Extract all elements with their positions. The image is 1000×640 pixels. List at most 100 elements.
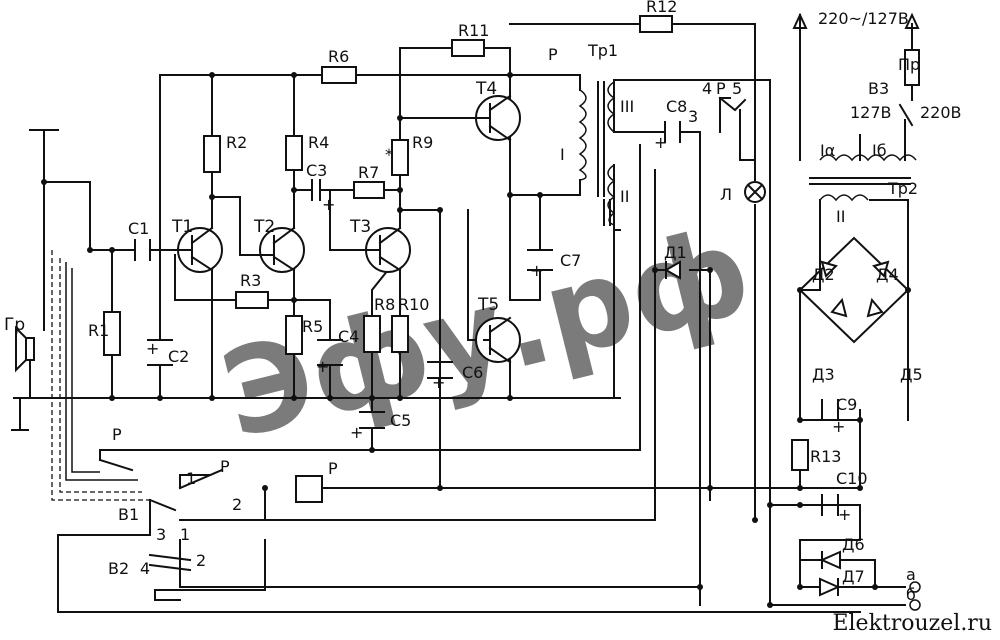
label-gr: Гр [4, 315, 25, 335]
label-c2: C2 [168, 347, 189, 366]
label-plus-c7: + [530, 261, 543, 280]
label-plus-c6: + [432, 373, 445, 392]
label-220v: 220B [920, 103, 962, 122]
label-d5: Д5 [900, 365, 923, 384]
label-d1: Д1 [664, 243, 687, 262]
label-c10: C10 [836, 469, 868, 488]
resistor-r3 [235, 291, 269, 309]
resistor-r6 [321, 66, 357, 84]
label-plus-c8: + [654, 133, 667, 152]
label-c9: C9 [836, 395, 857, 414]
relay-coil-p [295, 475, 323, 503]
label-wind-i: I [560, 145, 565, 164]
switch-b1 [148, 498, 177, 512]
resistor-r2 [203, 135, 221, 173]
label-r1: R1 [88, 321, 109, 340]
label-d3: Д3 [812, 365, 835, 384]
label-r2: R2 [226, 133, 247, 152]
resistor-r9 [391, 139, 409, 176]
label-t4: T4 [475, 79, 497, 99]
label-plus-c2: + [146, 339, 159, 358]
diodes [663, 236, 910, 597]
switch-p-contact [178, 468, 224, 490]
label-wind-iii: III [620, 97, 634, 116]
label-wind-ii: II [620, 187, 629, 206]
label-n5-relay: 5 [732, 79, 742, 98]
label-n1-b2: 1 [180, 525, 190, 544]
label-d2: Д2 [812, 265, 835, 284]
transformer-tr2 [809, 154, 917, 202]
label-t5: T5 [477, 295, 499, 315]
label-d4: Д4 [876, 265, 899, 284]
label-c3: C3 [306, 161, 327, 180]
mains-arrow-left [792, 12, 808, 29]
label-r10: R10 [398, 295, 429, 314]
label-c7: C7 [560, 251, 581, 270]
resistor-r13 [791, 439, 809, 471]
label-tr1: Тр1 [587, 41, 618, 60]
transistor-t3 [365, 226, 411, 273]
capacitors [134, 121, 839, 516]
label-n4-relay: 4 [702, 79, 712, 98]
transistor-t1 [177, 226, 223, 273]
switch-p-lower [98, 458, 134, 472]
label-ia: Iα [820, 141, 835, 160]
label-c6: C6 [462, 363, 483, 382]
label-r12: R12 [646, 0, 677, 16]
label-star: * [385, 145, 393, 164]
resistor-r1 [103, 311, 121, 356]
label-p-coil: Р [328, 459, 338, 478]
label-terminal-b: б [906, 585, 916, 604]
resistor-r10 [391, 315, 409, 353]
resistor-r7 [353, 181, 385, 199]
relay-contact-p [718, 96, 747, 112]
transistors [177, 94, 521, 364]
label-r5: R5 [302, 317, 323, 336]
switch-b3 [898, 103, 914, 127]
label-n2-p: 2 [232, 495, 242, 514]
label-d6: Д6 [842, 535, 865, 554]
terminal-b [909, 599, 921, 611]
label-p-lower: Р [112, 425, 122, 444]
lamp-l [744, 181, 766, 203]
site-watermark: Elektrouzel.ru [832, 611, 992, 636]
diode-d1 [663, 260, 681, 280]
labels: R1 R2 R3 R4 R5 R6 R7 * R8 R9 R10 R11 R12… [4, 0, 962, 604]
label-d7: Д7 [842, 567, 865, 586]
label-p-switch: Р [220, 457, 230, 476]
misc-components [15, 12, 921, 611]
diode-bridge [798, 236, 910, 344]
diode-d6 [819, 550, 841, 570]
label-r7: R7 [358, 163, 379, 182]
label-plus-c5: + [350, 423, 363, 442]
label-t2: T2 [253, 217, 275, 237]
label-terminal-a: а [906, 565, 916, 584]
label-r11: R11 [458, 21, 489, 40]
label-plus-c9: + [832, 417, 845, 436]
resistor-r8 [363, 315, 381, 353]
terminal-a [909, 581, 921, 593]
label-n4-b2: 4 [140, 559, 150, 578]
transistor-t2 [259, 226, 305, 273]
label-r13: R13 [810, 447, 841, 466]
label-r6: R6 [328, 47, 349, 66]
label-127v: 127B [850, 103, 892, 122]
resistor-r4 [285, 135, 303, 171]
label-p-tr1: Р [548, 45, 558, 64]
switch-b2b [148, 563, 192, 572]
shielded-cable [51, 250, 150, 501]
speaker-gr [15, 325, 35, 373]
label-lamp: Л [720, 185, 732, 204]
label-plus-c10: + [838, 505, 851, 524]
label-n3-b1: 3 [156, 525, 166, 544]
label-c1: C1 [128, 219, 149, 238]
label-ib: Iб [872, 141, 887, 160]
label-tr2: Тр2 [887, 179, 918, 198]
label-plus-c4: + [316, 357, 329, 376]
label-ii-tr2: II [836, 207, 845, 226]
resistor-r12 [639, 15, 673, 33]
junction-dots [41, 72, 911, 608]
label-r8: R8 [374, 295, 395, 314]
label-p-relay: Р [716, 79, 726, 98]
